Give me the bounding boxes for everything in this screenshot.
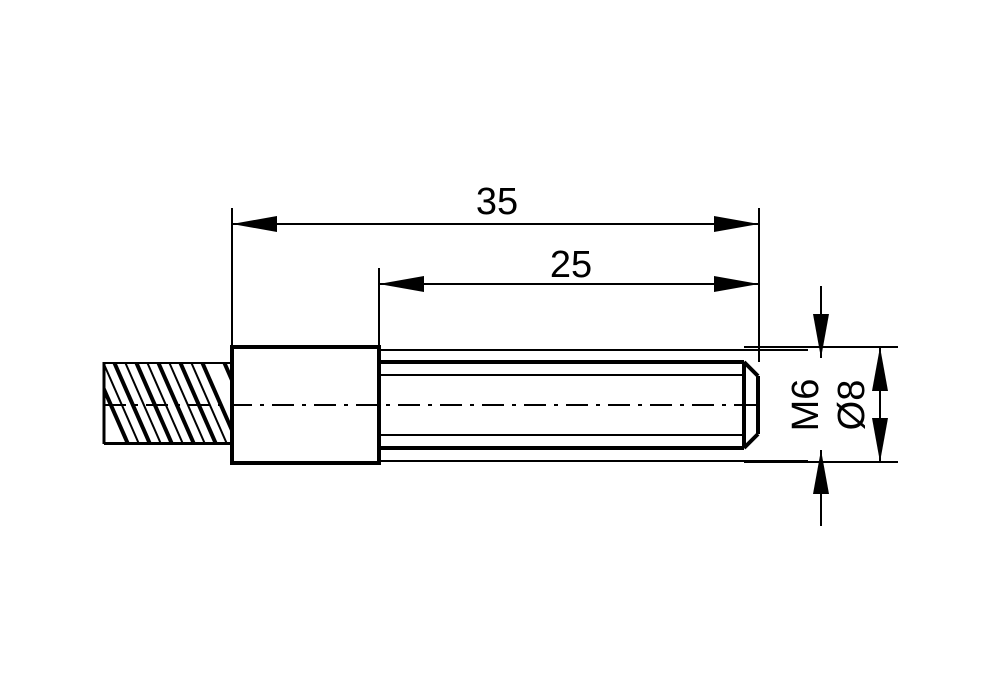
thread-size-label: M6 [785,379,827,432]
dimension-thread-length [379,276,759,292]
thread-length-label: 25 [550,244,592,286]
dimension-thread-size [813,286,829,526]
cable-coil [104,362,232,445]
diameter-label: Ø8 [831,380,873,431]
dimension-diameter [872,347,888,462]
overall-length-label: 35 [476,181,518,223]
dimension-overall-length [232,216,759,232]
threaded-barrel [379,349,808,462]
